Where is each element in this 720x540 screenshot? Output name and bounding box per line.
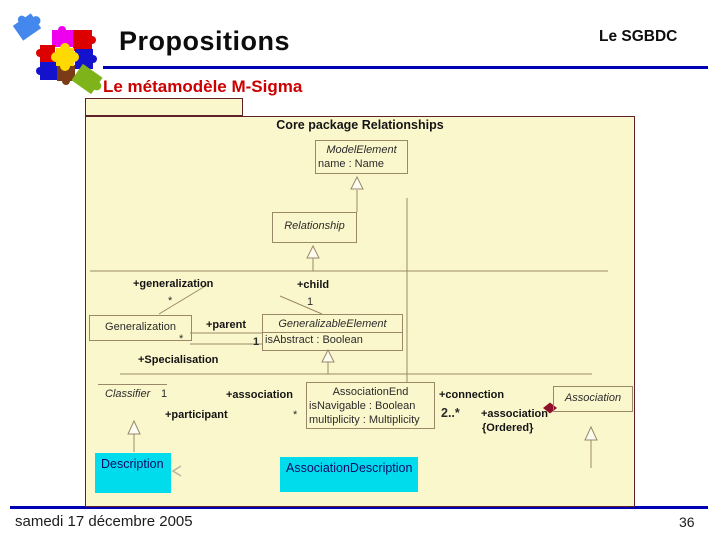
slide-subtitle: Le métamodèle M-Sigma bbox=[103, 77, 303, 96]
role-label-association-left: +association bbox=[226, 389, 293, 401]
constraint-ordered: {Ordered} bbox=[482, 422, 534, 434]
highlight-label: AssociationDescription bbox=[286, 461, 413, 475]
footer-rule bbox=[10, 506, 708, 509]
role-label-child: +child bbox=[297, 279, 330, 291]
role-label-parent: +parent bbox=[206, 319, 247, 331]
class-classifier: Classifier bbox=[98, 384, 167, 408]
multiplicity: 1 bbox=[253, 336, 260, 348]
highlight-description: Description bbox=[95, 453, 171, 493]
class-attribute: isNavigable : Boolean bbox=[309, 400, 416, 412]
class-attribute: isAbstract : Boolean bbox=[265, 334, 363, 346]
highlight-association-description: AssociationDescription bbox=[280, 457, 418, 492]
multiplicity: 2..* bbox=[441, 406, 460, 420]
multiplicity: * bbox=[293, 409, 298, 421]
header-right-label: Le SGBDC bbox=[599, 28, 678, 45]
role-label-connection: +connection bbox=[439, 389, 505, 401]
puzzle-cluster bbox=[36, 26, 103, 95]
class-name: AssociationEnd bbox=[332, 386, 409, 398]
class-relationship: Relationship bbox=[272, 212, 357, 243]
multiplicity: * bbox=[168, 295, 173, 307]
diagram-title: Core package Relationships bbox=[276, 118, 444, 132]
class-generalizable-element: GeneralizableElement isAbstract : Boolea… bbox=[262, 314, 403, 351]
class-association-end: AssociationEnd isNavigable : Boolean mul… bbox=[306, 382, 435, 429]
role-label-participant: +participant bbox=[165, 409, 228, 421]
class-attribute: multiplicity : Multiplicity bbox=[309, 414, 420, 426]
highlight-label: Description bbox=[101, 457, 164, 471]
class-name: ModelElement bbox=[326, 144, 397, 156]
class-name: Classifier bbox=[105, 388, 151, 400]
puzzle-logo-icon bbox=[12, 13, 103, 95]
role-label-generalization: +generalization bbox=[133, 278, 214, 290]
footer-page-number: 36 bbox=[679, 514, 695, 530]
puzzle-piece-blue-loose bbox=[12, 13, 42, 41]
class-association: Association bbox=[553, 386, 633, 412]
header-rule bbox=[103, 66, 708, 69]
slide-title: Propositions bbox=[119, 26, 291, 56]
role-label-association-right: +association bbox=[481, 408, 548, 420]
class-generalization: Generalization bbox=[89, 315, 192, 341]
diagram-tab bbox=[85, 98, 243, 116]
multiplicity: * bbox=[179, 333, 184, 345]
diagram-panel bbox=[85, 116, 635, 507]
multiplicity: 1 bbox=[161, 388, 168, 400]
class-name: GeneralizableElement bbox=[263, 315, 402, 333]
multiplicity: 1 bbox=[307, 296, 314, 308]
class-attribute: name : Name bbox=[318, 158, 385, 170]
class-modelelement: ModelElement name : Name bbox=[315, 140, 408, 174]
class-name: Relationship bbox=[284, 220, 345, 232]
footer-date: samedi 17 décembre 2005 bbox=[15, 513, 193, 530]
class-name: Generalization bbox=[105, 321, 176, 333]
role-label-specialisation: +Specialisation bbox=[138, 354, 219, 366]
class-name: Association bbox=[564, 392, 622, 404]
